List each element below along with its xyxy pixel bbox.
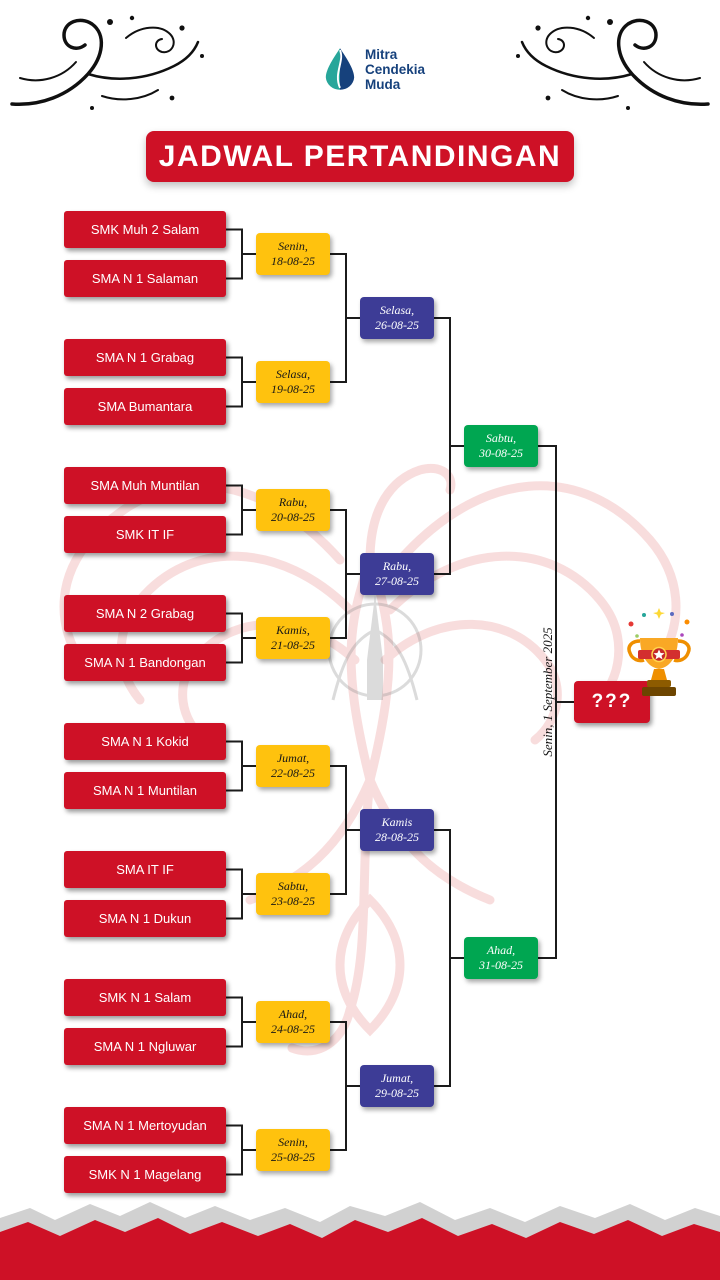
torn-paper-edge — [0, 1202, 720, 1280]
final-winner-box: ??? — [574, 681, 650, 723]
match-day: Jumat, — [380, 1071, 414, 1085]
match-date-box: Ahad, 31-08-25 — [464, 937, 538, 979]
team-box: SMK N 1 Salam — [64, 979, 226, 1016]
logo-text-line: Cendekia — [365, 61, 426, 77]
team-box: SMA Muh Muntilan — [64, 467, 226, 504]
team-box: SMA N 1 Dukun — [64, 900, 226, 937]
match-date-box: Senin, 25-08-25 — [256, 1129, 330, 1171]
logo-text: Mitra Cendekia Muda — [365, 47, 425, 92]
match-day: Rabu, — [278, 495, 308, 509]
match-date: 18-08-25 — [271, 254, 315, 268]
logo-text-line: Muda — [365, 76, 401, 92]
logo-drop-icon — [325, 48, 355, 90]
team-box: SMA N 1 Bandongan — [64, 644, 226, 681]
match-day: Senin, — [278, 239, 308, 253]
match-date: 21-08-25 — [271, 638, 315, 652]
team-box: SMA N 1 Salaman — [64, 260, 226, 297]
corner-flourish-left-icon — [10, 15, 204, 110]
match-date: 23-08-25 — [271, 894, 315, 908]
trophy-icon — [627, 608, 691, 696]
team-box: SMA Bumantara — [64, 388, 226, 425]
match-date-box: Sabtu, 30-08-25 — [464, 425, 538, 467]
match-day: Ahad, — [278, 1007, 308, 1021]
final-date-label: Senin, 1 September 2025 — [540, 627, 555, 757]
team-box: SMK N 1 Magelang — [64, 1156, 226, 1193]
match-day: Kamis, — [276, 623, 310, 637]
match-date-box: Kamis, 21-08-25 — [256, 617, 330, 659]
team-box: SMA IT IF — [64, 851, 226, 888]
match-date: 19-08-25 — [271, 382, 315, 396]
match-date-box: Rabu, 27-08-25 — [360, 553, 434, 595]
match-date-box: Kamis 28-08-25 — [360, 809, 434, 851]
team-box: SMA N 1 Ngluwar — [64, 1028, 226, 1065]
school-emblem-watermark — [327, 595, 423, 701]
match-date: 25-08-25 — [271, 1150, 315, 1164]
team-box: SMK IT IF — [64, 516, 226, 553]
match-date-box: Selasa, 26-08-25 — [360, 297, 434, 339]
match-date-box: Jumat, 29-08-25 — [360, 1065, 434, 1107]
page-title: JADWAL PERTANDINGAN — [158, 139, 562, 173]
match-day: Ahad, — [486, 943, 516, 957]
team-box: SMA N 1 Grabag — [64, 339, 226, 376]
match-day: Sabtu, — [485, 431, 517, 445]
match-date-box: Sabtu, 23-08-25 — [256, 873, 330, 915]
team-box: SMA N 1 Muntilan — [64, 772, 226, 809]
team-box: SMK Muh 2 Salam — [64, 211, 226, 248]
team-box: SMA N 2 Grabag — [64, 595, 226, 632]
match-date: 29-08-25 — [375, 1086, 419, 1100]
match-date-box: Ahad, 24-08-25 — [256, 1001, 330, 1043]
team-box: SMA N 1 Kokid — [64, 723, 226, 760]
match-day: Senin, — [278, 1135, 308, 1149]
match-date: 28-08-25 — [375, 830, 419, 844]
match-date-box: Senin, 18-08-25 — [256, 233, 330, 275]
match-date: 20-08-25 — [271, 510, 315, 524]
match-day: Sabtu, — [277, 879, 309, 893]
team-box: SMA N 1 Mertoyudan — [64, 1107, 226, 1144]
logo: Mitra Cendekia Muda — [323, 46, 425, 92]
match-date-box: Rabu, 20-08-25 — [256, 489, 330, 531]
match-date-box: Selasa, 19-08-25 — [256, 361, 330, 403]
match-date-box: Jumat, 22-08-25 — [256, 745, 330, 787]
match-day: Kamis — [381, 815, 413, 829]
match-date: 22-08-25 — [271, 766, 315, 780]
match-date: 30-08-25 — [479, 446, 523, 460]
match-date: 24-08-25 — [271, 1022, 315, 1036]
match-date: 26-08-25 — [375, 318, 419, 332]
monument-shape — [367, 595, 383, 700]
match-date: 27-08-25 — [375, 574, 419, 588]
title-banner: JADWAL PERTANDINGAN — [146, 131, 574, 182]
corner-flourish-right-icon — [516, 15, 710, 110]
match-day: Jumat, — [276, 751, 310, 765]
match-day: Rabu, — [382, 559, 412, 573]
match-day: Selasa, — [275, 367, 311, 381]
match-date: 31-08-25 — [479, 958, 523, 972]
confetti-dots — [628, 608, 690, 638]
logo-text-line: Mitra — [365, 46, 398, 62]
match-day: Selasa, — [379, 303, 415, 317]
